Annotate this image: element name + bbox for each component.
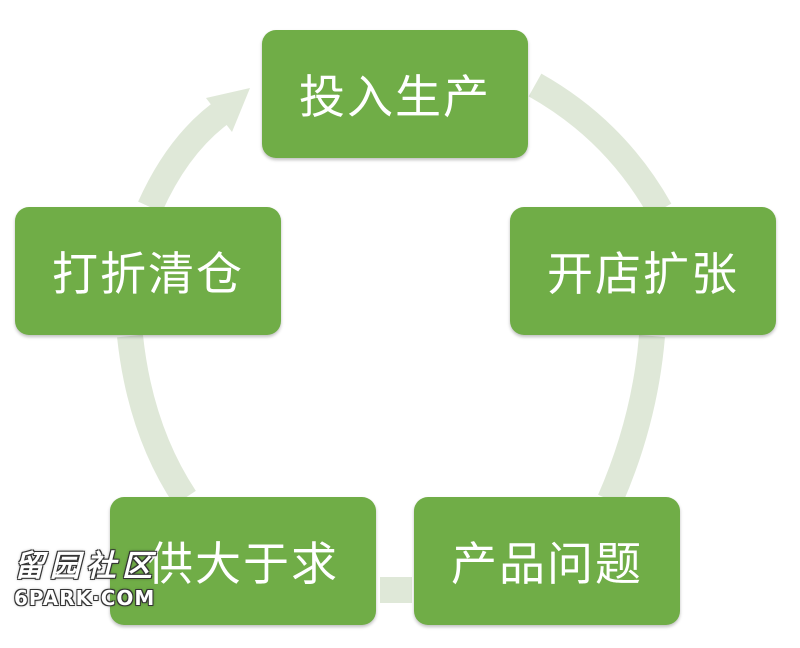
cycle-arrowhead: [206, 88, 250, 132]
cycle-node-label: 开店扩张: [547, 247, 739, 301]
cycle-node-product-problem: 产品问题: [414, 497, 680, 625]
ring-arc-right: [598, 334, 665, 506]
cycle-node-invest-production: 投入生产: [262, 30, 528, 158]
cycle-node-label: 产品问题: [451, 537, 643, 591]
cycle-node-oversupply: 供大于求: [110, 497, 376, 625]
watermark-subtitle: 6PARK·COM: [14, 586, 156, 610]
ring-arc-top-right: [528, 73, 672, 217]
ring-arc-top-left: [138, 97, 236, 213]
site-watermark: 留园社区 6PARK·COM: [14, 549, 158, 610]
watermark-title: 留园社区: [14, 549, 158, 584]
cycle-node-label: 投入生产: [299, 70, 491, 124]
ring-arc-left: [117, 334, 196, 506]
cycle-node-store-expansion: 开店扩张: [510, 207, 776, 335]
cycle-node-label: 打折清仓: [52, 247, 244, 301]
cycle-node-label: 供大于求: [147, 537, 339, 591]
cycle-node-clearance-sale: 打折清仓: [15, 207, 281, 335]
